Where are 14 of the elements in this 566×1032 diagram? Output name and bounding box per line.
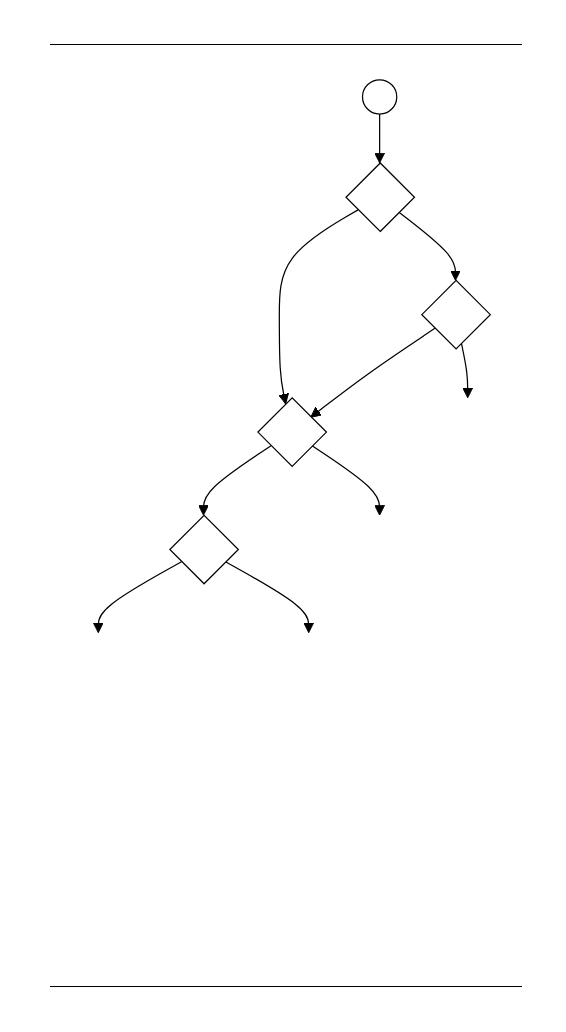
arrow	[310, 327, 436, 418]
arrow	[460, 342, 474, 399]
arrow	[92, 561, 183, 634]
node-diamond	[169, 514, 240, 585]
node-diamond	[345, 162, 416, 233]
arrow	[224, 561, 315, 634]
node-circle	[361, 79, 398, 115]
arrow	[374, 113, 385, 164]
node-diamond	[420, 279, 492, 350]
arrow	[198, 445, 272, 516]
arrow	[311, 445, 385, 516]
arrow	[278, 209, 359, 405]
arrow	[398, 211, 461, 281]
node-diamond	[257, 396, 328, 468]
